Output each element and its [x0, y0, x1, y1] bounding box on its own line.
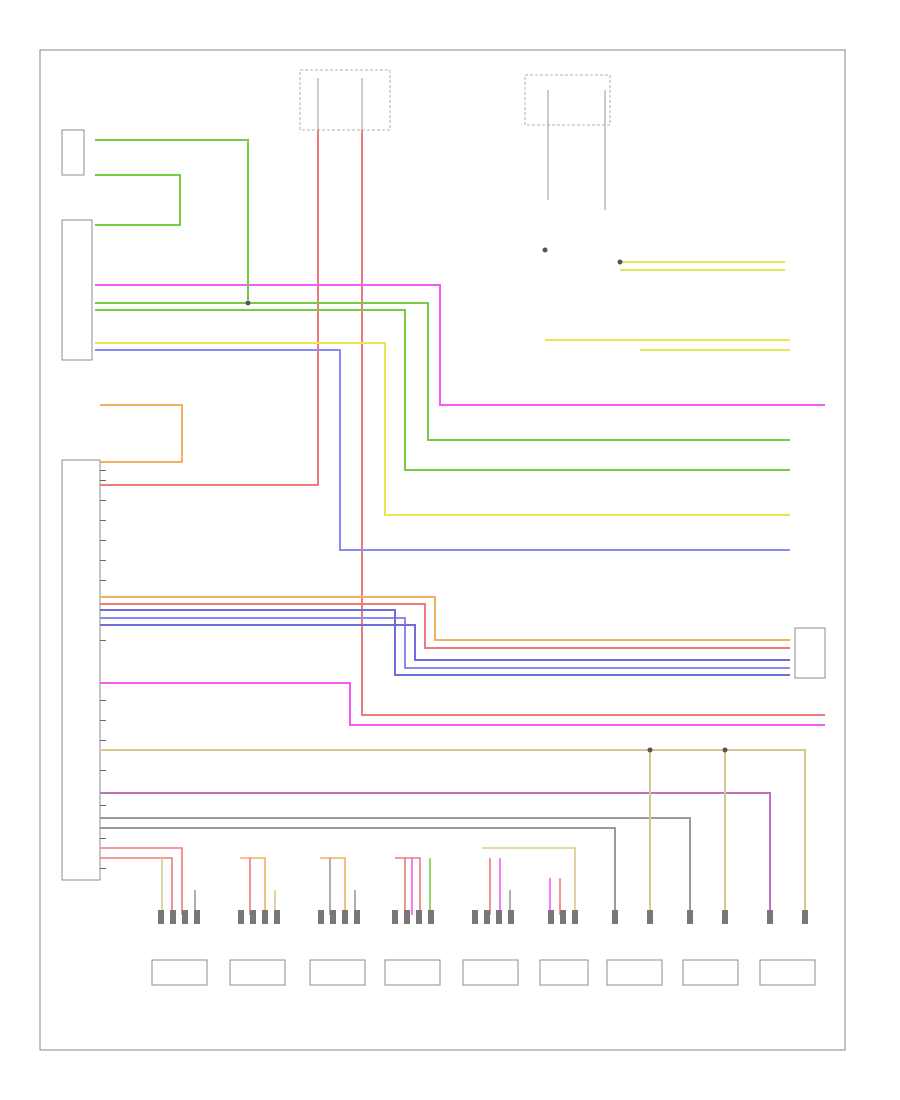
wire-red-2: [361, 130, 825, 716]
module-pin-ticks: [100, 470, 106, 869]
sensor-block-icon: [759, 959, 816, 986]
top-left-fuse-group: [299, 69, 391, 131]
wire-blue-1: [95, 349, 790, 551]
wire-tan-1: [100, 749, 806, 915]
wire-blue-4: [100, 609, 790, 676]
sensor-block-icon: [229, 959, 286, 986]
wire-pink-1: [95, 284, 825, 406]
wire-mauve-1: [100, 792, 771, 915]
sensor-boxes: [151, 959, 816, 986]
upper-left-connector: [61, 219, 93, 361]
wires: [95, 130, 825, 915]
wire-orange-2: [100, 404, 183, 463]
wire-green-1: [95, 139, 249, 300]
left-top-small-connector: [61, 129, 85, 176]
wire-yellow-1: [95, 342, 790, 516]
sensor-block-icon: [539, 959, 589, 986]
top-right-fuse-group: [524, 74, 611, 210]
wire-blue-2: [100, 617, 790, 669]
sensor-block-icon: [606, 959, 663, 986]
wire-green-3: [95, 309, 790, 471]
control-module-connector: [61, 459, 101, 881]
wire-orange-1: [100, 596, 790, 641]
splice-points: [245, 247, 728, 753]
wire-pink-2: [100, 682, 825, 726]
wire-grey-2: [100, 827, 616, 915]
diagram-frame: [39, 49, 846, 1051]
sensor-wire-bundles: [100, 847, 576, 915]
wire-grey-1: [100, 817, 691, 915]
sensor-block-icon: [384, 959, 441, 986]
wire-green-2: [95, 302, 790, 441]
inline-connectors: [158, 910, 808, 924]
sensor-block-icon: [309, 959, 366, 986]
wire-red-1: [100, 130, 319, 486]
wire-red-3: [100, 603, 790, 649]
wire-green-4: [95, 174, 181, 226]
right-connector-block: [794, 627, 826, 679]
sensor-block-icon: [682, 959, 739, 986]
sensor-block-icon: [462, 959, 519, 986]
wire-blue-3: [100, 624, 790, 661]
sensor-block-icon: [151, 959, 208, 986]
